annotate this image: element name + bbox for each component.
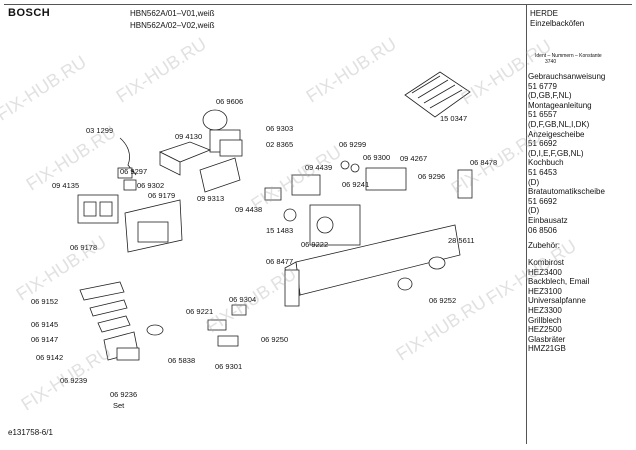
- ident-line-2: 3740: [545, 59, 557, 65]
- part-label: 09 4130: [175, 132, 203, 141]
- accessory-item: Kombirost: [528, 258, 565, 267]
- part-label: 06 9304: [229, 295, 257, 304]
- part-label: 06 9606: [216, 97, 244, 106]
- doc-item: Einbausatz: [528, 215, 568, 225]
- part-label: 06 9300: [363, 153, 391, 162]
- part-label: 06 9299: [339, 140, 367, 149]
- accessory-item: Universalpfanne: [528, 296, 586, 306]
- doc-item: 51 6692: [528, 139, 557, 149]
- doc-item: 51 6557: [528, 110, 557, 120]
- part-label: 09 4439: [305, 163, 333, 172]
- doc-item: Bratautomatikscheibe: [528, 187, 605, 197]
- parts-kit-drawing: [404, 71, 471, 118]
- part-label: 09 4267: [400, 154, 428, 163]
- doc-item: 51 6453: [528, 167, 557, 177]
- part-label: 06 9152: [31, 297, 59, 306]
- model-line-1: HBN562A/01–V01,weiß: [130, 9, 215, 18]
- accessory-item: Grillblech: [528, 315, 562, 325]
- part-label: 03 1299: [86, 126, 114, 135]
- part-label: 06 8478: [470, 158, 498, 167]
- accessory-item: Backblech, Email: [528, 277, 590, 287]
- doc-item: Anzeigescheibe: [528, 129, 585, 139]
- doc-item: (D,GB,F,NL): [528, 91, 572, 101]
- accessory-item: HEZ3100: [528, 286, 562, 296]
- part-label: 06 9303: [266, 124, 294, 133]
- doc-item: 06 8506: [528, 225, 557, 235]
- part-label: 06 9296: [418, 172, 446, 181]
- doc-item: 51 6692: [528, 196, 557, 206]
- accessory-item: HEZ3400: [528, 267, 562, 277]
- brand-logo: BOSCH: [8, 7, 51, 19]
- ident-line-1: Ident – Nummern – Konstante: [535, 53, 602, 59]
- part-label: Set: [113, 401, 125, 410]
- part-label: 06 9250: [261, 335, 289, 344]
- part-label: 06 9179: [148, 191, 176, 200]
- part-label: 06 9142: [36, 353, 64, 362]
- accessory-item: HEZ3300: [528, 305, 562, 315]
- doc-item: Montageanleitung: [528, 100, 592, 110]
- accessories-list: Kombirost HEZ3400 Backblech, Email HEZ31…: [528, 258, 589, 354]
- part-label: 06 9236: [110, 390, 138, 399]
- part-label: 06 9241: [342, 180, 370, 189]
- part-label: 06 9145: [31, 320, 59, 329]
- part-label: 09 4135: [52, 181, 80, 190]
- category-line-2: Einzelbacköfen: [530, 19, 585, 28]
- part-label: 09 4438: [235, 205, 263, 214]
- part-label: 15 0347: [440, 114, 468, 123]
- accessories-title: Zubehör:: [528, 241, 561, 250]
- doc-item: Gebrauchsanweisung: [528, 72, 606, 81]
- part-label: 06 9222: [301, 240, 329, 249]
- part-label: 06 9252: [429, 296, 457, 305]
- part-label: 28 5611: [448, 236, 475, 245]
- doc-list: Gebrauchsanweisung 51 6779 (D,GB,F,NL) M…: [528, 72, 605, 235]
- part-label: 06 9301: [215, 362, 243, 371]
- part-label: 06 9302: [137, 181, 165, 190]
- category-line-1: HERDE: [530, 9, 559, 18]
- part-label: 06 9297: [120, 167, 148, 176]
- accessory-item: HMZ21GB: [528, 344, 566, 354]
- accessory-item: Glasbräter: [528, 334, 566, 344]
- doc-item: (D): [528, 206, 540, 216]
- sidebar-divider: [526, 4, 527, 444]
- doc-item: (D,F,GB,NL,I,DK): [528, 119, 590, 129]
- part-label: 09 9313: [197, 194, 225, 203]
- timer-drawing: [202, 109, 243, 157]
- model-line-2: HBN562A/02–V02,weiß: [130, 21, 215, 30]
- doc-item: Kochbuch: [528, 158, 564, 168]
- part-label: 06 9221: [186, 307, 214, 316]
- part-label: 06 9178: [70, 243, 98, 252]
- drawing-code: e131758-6/1: [8, 428, 53, 437]
- part-label: 06 9147: [31, 335, 59, 344]
- part-label: 06 8477: [266, 257, 294, 266]
- part-label: 15 1483: [266, 226, 294, 235]
- accessory-item: HEZ2500: [528, 325, 562, 335]
- part-label: 06 9239: [60, 376, 88, 385]
- top-border: [4, 4, 632, 5]
- doc-item: 51 6779: [528, 81, 557, 91]
- part-label: 06 5838: [168, 356, 196, 365]
- ident-box: Ident – Nummern – Konstante 3740: [535, 53, 602, 65]
- doc-item: (D): [528, 177, 540, 187]
- doc-item: (D,I,E,F,GB,NL): [528, 148, 584, 158]
- part-label: 02 8365: [266, 140, 294, 149]
